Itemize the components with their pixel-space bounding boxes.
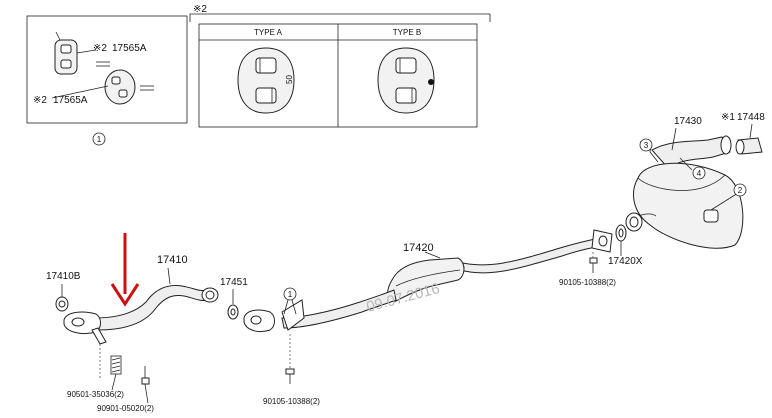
callout-2-circle <box>733 183 747 197</box>
front-exhaust-pipe-17410 <box>63 285 219 345</box>
gasket-17420x-icon <box>615 224 627 242</box>
callout-2-number: 2 <box>738 186 743 195</box>
gasket-17410b-icon <box>55 296 69 312</box>
bolt-90105-upper-icon <box>589 257 598 273</box>
rubber-hanger-b-icon <box>104 69 136 105</box>
callout-3-circle <box>639 138 653 152</box>
bolt-90105-lower-label: 90105-10388(2) <box>263 397 320 406</box>
inset-type-box: ※2 TYPE A TYPE B 50 <box>189 4 491 128</box>
inset-mark-a: ※2 <box>93 43 107 54</box>
part-17448-label: 17448 <box>737 112 765 123</box>
bolt-90901-icon <box>141 366 150 385</box>
type-box-mark: ※2 <box>193 4 207 15</box>
type-b-hanger-icon <box>377 47 435 114</box>
type-a-dimension: 50 <box>285 75 294 84</box>
part-17410-label: 17410 <box>157 254 188 266</box>
bolt-90105-lower-icon <box>285 368 295 384</box>
gasket-17410b-label: 17410B <box>46 271 81 282</box>
center-exhaust-pipe-17420 <box>243 229 613 333</box>
callout-4-number: 4 <box>697 169 702 178</box>
part-17448-mark: ※1 <box>721 112 735 123</box>
gasket-17451-icon <box>227 304 239 320</box>
type-b-header: TYPE B <box>393 28 421 37</box>
type-a-header: TYPE A <box>254 28 283 37</box>
spring-90501-icon <box>110 355 122 375</box>
callout-1-number: 1 <box>288 290 293 299</box>
callout-1-circle <box>283 287 297 301</box>
inset-ref-number: 1 <box>97 135 102 144</box>
red-pointer-arrow <box>110 233 140 307</box>
spring-90501-label: 90501-35036(2) <box>67 390 124 399</box>
rear-muffler-17430 <box>625 127 744 249</box>
bolt-90901-label: 90901-05020(2) <box>97 404 154 413</box>
gasket-17451-label: 17451 <box>220 277 248 288</box>
bolt-90105-upper-label: 90105-10388(2) <box>559 278 616 287</box>
part-17430-label: 17430 <box>674 116 702 127</box>
inset-ref-circle <box>92 132 106 146</box>
inset-hanger-box: ※2 17565A ※2 17565A 1 <box>26 15 188 146</box>
inset-mark-b: ※2 <box>33 95 47 106</box>
rubber-hanger-a-icon <box>54 31 78 75</box>
tail-tip-17448-icon <box>735 123 763 155</box>
callout-3-number: 3 <box>644 141 649 150</box>
part-17420-label: 17420 <box>403 242 434 254</box>
inset-part-a-label: 17565A <box>112 43 147 54</box>
gasket-17420x-label: 17420X <box>608 256 643 267</box>
type-a-hanger-icon <box>237 47 295 114</box>
callout-4-circle <box>692 166 706 180</box>
inset-part-b-label: 17565A <box>53 95 88 106</box>
